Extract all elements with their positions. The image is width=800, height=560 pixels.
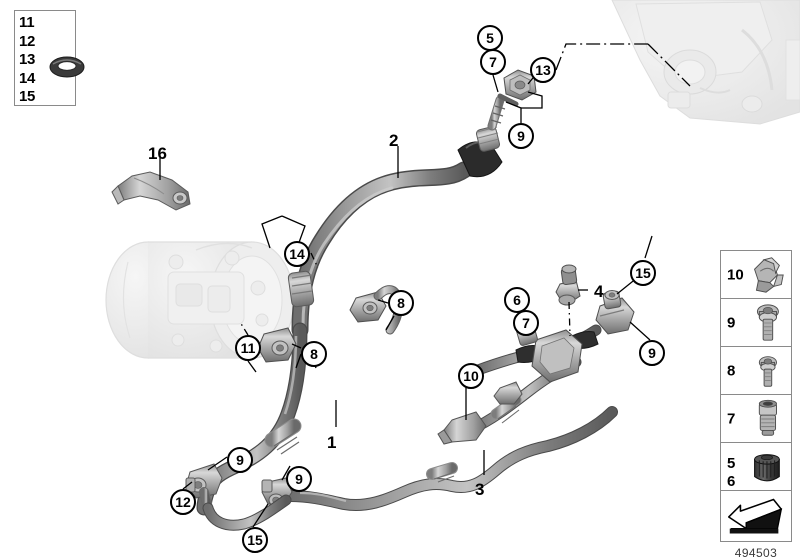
callout-bubble-5: 5 bbox=[477, 25, 503, 51]
pipe-stub-lower bbox=[202, 494, 292, 531]
legend-number: 14 bbox=[19, 69, 36, 87]
sidebar-cell-direction bbox=[720, 490, 792, 542]
callout-bubble-13: 13 bbox=[530, 57, 556, 83]
coupling-assembly-top bbox=[457, 69, 537, 178]
callout-bubble-8: 8 bbox=[301, 341, 327, 367]
callout-bubble-14: 14 bbox=[284, 241, 310, 267]
sidebar-cell-5-6: 5 6 bbox=[720, 442, 792, 490]
legend-number: 15 bbox=[19, 88, 36, 105]
sidebar-number: 8 bbox=[727, 362, 736, 379]
legend-number: 13 bbox=[19, 51, 36, 68]
sidebar-number: 7 bbox=[727, 410, 736, 427]
sidebar-cell-7: 7 bbox=[720, 394, 792, 442]
part-3-refrigerant-line bbox=[261, 406, 618, 511]
legend-number: 12 bbox=[19, 32, 36, 50]
flange-bolt-icon bbox=[756, 303, 779, 341]
sidebar-cell-8: 8 bbox=[720, 346, 792, 394]
sidebar-cell-9: 9 bbox=[720, 298, 792, 346]
part-10-bracket bbox=[437, 411, 487, 445]
part-4-pressure-sensor bbox=[555, 264, 581, 306]
ribbed-cap-icon bbox=[754, 453, 780, 481]
end-fitting-right bbox=[595, 290, 635, 335]
sidebar-cell-10: 10 bbox=[720, 250, 792, 298]
ghost-engine-assembly bbox=[611, 0, 800, 125]
legend-box: 11 12 13 14 15 bbox=[14, 10, 85, 107]
lower-clamp bbox=[493, 381, 523, 405]
callout-bubble-9: 9 bbox=[508, 123, 534, 149]
manifold-assembly bbox=[437, 264, 635, 445]
ribbed-section bbox=[264, 418, 302, 455]
coupling-sleeve-icon bbox=[758, 399, 777, 436]
callout-bubble-9: 9 bbox=[639, 340, 665, 366]
sidebar-number: 10 bbox=[727, 266, 744, 283]
crimp-sleeve bbox=[287, 270, 315, 308]
compressor-fittings bbox=[257, 285, 403, 363]
sidebar-number: 9 bbox=[727, 314, 736, 331]
callout-bubble-7: 7 bbox=[513, 310, 539, 336]
callout-bubble-9: 9 bbox=[286, 466, 312, 492]
callout-number-16: 16 bbox=[148, 144, 167, 163]
callout-number-3: 3 bbox=[475, 480, 485, 499]
callout-number-4: 4 bbox=[594, 282, 604, 301]
callout-bubble-15: 15 bbox=[630, 260, 656, 286]
callout-bubble-7: 7 bbox=[480, 49, 506, 75]
callout-bubble-11: 11 bbox=[235, 335, 261, 361]
legend-number-list: 11 12 13 14 15 bbox=[19, 14, 35, 107]
direction-arrow-icon bbox=[728, 498, 783, 534]
callout-bubble-8: 8 bbox=[388, 290, 414, 316]
end-fitting-12 bbox=[185, 463, 223, 513]
part-2-suction-hose bbox=[287, 161, 473, 339]
parts-sidebar: 10 9 8 bbox=[720, 250, 792, 542]
callout-number-2: 2 bbox=[389, 131, 399, 150]
part-number-label: 494503 bbox=[734, 546, 778, 560]
callout-bubble-9: 9 bbox=[227, 447, 253, 473]
callout-bubble-12: 12 bbox=[170, 489, 196, 515]
callout-number-1: 1 bbox=[327, 433, 337, 452]
legend-number: 11 bbox=[19, 14, 35, 31]
sidebar-number: 5 bbox=[727, 455, 736, 472]
hex-socket-bolt-icon bbox=[758, 355, 777, 387]
part-16-bracket bbox=[111, 171, 191, 211]
callout-bubble-15: 15 bbox=[242, 527, 268, 553]
o-ring-icon bbox=[49, 56, 85, 78]
callout-bubble-6: 6 bbox=[504, 287, 530, 313]
retaining-clip-icon bbox=[753, 256, 784, 293]
callout-bubble-10: 10 bbox=[458, 363, 484, 389]
sidebar-number: 6 bbox=[727, 473, 736, 490]
ghost-compressor bbox=[105, 241, 295, 359]
